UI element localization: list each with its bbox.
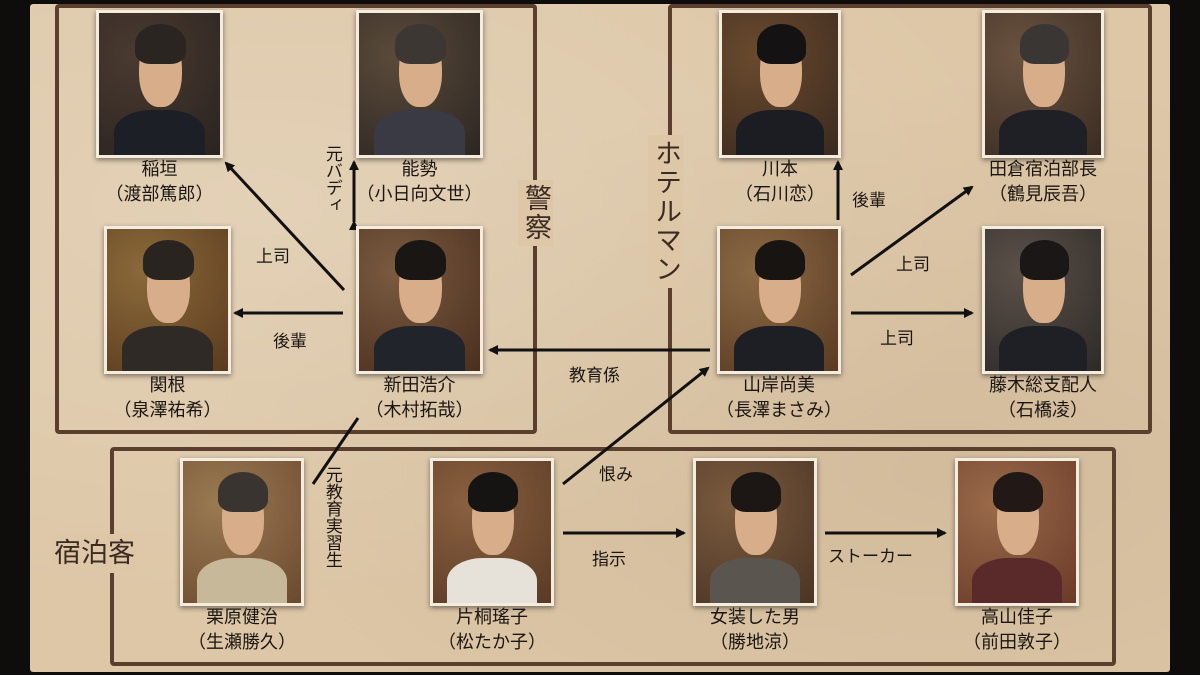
- portrait-hair: [395, 24, 447, 65]
- relation-label-kohai-kawamoto: 後輩: [852, 191, 886, 211]
- portrait-body: [735, 109, 825, 155]
- portrait-hair: [1019, 240, 1069, 281]
- role-name: 川本: [762, 159, 798, 180]
- role-name: 関根: [149, 375, 186, 396]
- portrait-sekine: [104, 226, 231, 374]
- portrait-yamagishi: [717, 226, 841, 374]
- caption-katagiri: 片桐瑤子 （松たか子）: [438, 605, 546, 655]
- relation-label-joshi-takura: 上司: [896, 255, 930, 275]
- portrait-hair: [143, 240, 195, 281]
- actor-name: （石川恋）: [735, 184, 825, 205]
- portrait-hair: [135, 24, 187, 65]
- caption-sekine: 関根 （泉澤祐希）: [114, 373, 222, 423]
- portrait-hair: [1019, 24, 1069, 65]
- caption-fujiki: 藤木総支配人 （石橋凌）: [989, 373, 1097, 423]
- portrait-kurihara: [180, 458, 304, 606]
- relation-label-kohai-sekine: 後輩: [273, 332, 307, 352]
- portrait-body: [113, 109, 206, 155]
- portrait-body: [447, 557, 537, 603]
- portrait-josou: [693, 458, 817, 606]
- role-name: 山岸尚美: [743, 375, 815, 396]
- portrait-body: [710, 557, 800, 603]
- caption-kawamoto: 川本 （石川恋）: [735, 157, 825, 207]
- portrait-body: [998, 325, 1088, 371]
- actor-name: （長澤まさみ）: [716, 400, 842, 421]
- portrait-nose: [356, 10, 483, 158]
- relation-label-kyoikugakari: 教育係: [569, 366, 620, 386]
- caption-nose: 能勢 （小日向文世）: [357, 157, 483, 207]
- portrait-hair: [756, 24, 806, 65]
- portrait-body: [373, 325, 466, 371]
- relation-label-shiji: 指示: [592, 550, 626, 570]
- caption-takura: 田倉宿泊部長 （鶴見辰吾）: [989, 157, 1097, 207]
- portrait-body: [197, 557, 287, 603]
- portrait-takayama: [955, 458, 1079, 606]
- role-name: 稲垣: [141, 159, 178, 180]
- portrait-katagiri: [430, 458, 554, 606]
- relation-label-joshi-fujiki: 上司: [880, 329, 914, 349]
- relation-label-moto-jisshusei: 元教育実習生: [321, 466, 342, 568]
- portrait-hair: [218, 472, 268, 513]
- portrait-body: [121, 325, 214, 371]
- portrait-body: [734, 325, 824, 371]
- arrow-nitta-inagaki: [224, 161, 346, 292]
- role-name: 片桐瑤子: [456, 607, 528, 628]
- role-name: 栗原健治: [206, 607, 278, 628]
- portrait-hair: [468, 472, 518, 513]
- relation-label-urami: 恨み: [599, 465, 633, 485]
- actor-name: （石橋凌）: [998, 400, 1088, 421]
- portrait-hair: [993, 472, 1043, 513]
- portrait-nitta: [356, 226, 483, 374]
- role-name: 田倉宿泊部長: [989, 159, 1097, 180]
- police-group-label: 警察: [518, 180, 554, 246]
- portrait-body: [373, 109, 466, 155]
- caption-inagaki: 稲垣 （渡部篤郎）: [106, 157, 214, 207]
- actor-name: （渡部篤郎）: [105, 184, 214, 205]
- caption-yamagishi: 山岸尚美 （長澤まさみ）: [716, 373, 842, 423]
- role-name: 藤木総支配人: [989, 375, 1097, 396]
- role-name: 高山佳子: [981, 607, 1053, 628]
- relation-label-joshi-inagaki: 上司: [256, 247, 290, 267]
- portrait-fujiki: [982, 226, 1104, 374]
- actor-name: （前田敦子）: [963, 632, 1071, 653]
- guests-group-label: 宿泊客: [52, 534, 137, 574]
- arrow-yamagishi-takura: [850, 185, 974, 277]
- portrait-takura: [982, 10, 1104, 158]
- role-name: 女装した男: [710, 607, 800, 628]
- portrait-kawamoto: [719, 10, 841, 158]
- actor-name: （泉澤祐希）: [113, 400, 222, 421]
- hotel-group-label: ホテルマン: [648, 135, 684, 288]
- caption-nitta: 新田浩介 （木村拓哉）: [366, 373, 474, 423]
- portrait-hair: [731, 472, 781, 513]
- caption-takayama: 高山佳子 （前田敦子）: [963, 605, 1071, 655]
- arrow-katagiri-yamagishi: [562, 366, 710, 486]
- actor-name: （松たか子）: [438, 632, 546, 653]
- portrait-body: [998, 109, 1088, 155]
- role-name: 新田浩介: [383, 375, 456, 396]
- portrait-hair: [755, 240, 805, 281]
- actor-name: （小日向文世）: [356, 184, 483, 205]
- actor-name: （木村拓哉）: [365, 400, 474, 421]
- relation-label-moto-buddy: 元バディ: [321, 145, 342, 213]
- caption-josou: 女装した男 （勝地涼）: [710, 605, 800, 655]
- portrait-body: [972, 557, 1062, 603]
- role-name: 能勢: [401, 159, 438, 180]
- caption-kurihara: 栗原健治 （生瀬勝久）: [188, 605, 296, 655]
- portrait-inagaki: [96, 10, 223, 158]
- actor-name: （勝地涼）: [710, 632, 800, 653]
- actor-name: （生瀬勝久）: [188, 632, 296, 653]
- line-kurihara-nitta: [311, 417, 360, 485]
- relation-label-stalker: ストーカー: [828, 547, 913, 567]
- portrait-hair: [395, 240, 447, 281]
- actor-name: （鶴見辰吾）: [989, 184, 1097, 205]
